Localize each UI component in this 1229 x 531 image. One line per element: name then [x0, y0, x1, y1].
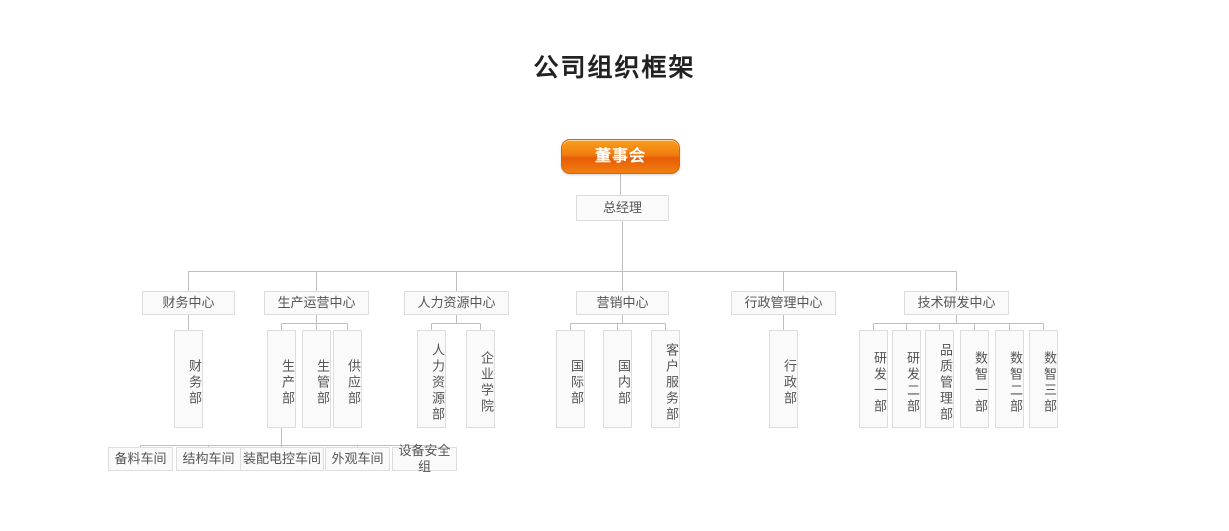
node-dept-digital-intelligence-2[interactable]: 数智二部 [995, 330, 1024, 428]
node-board-of-directors[interactable]: 董事会 [561, 139, 680, 174]
node-workshop-appearance[interactable]: 外观车间 [325, 447, 390, 471]
node-dept-supply[interactable]: 供应部 [333, 330, 362, 428]
node-dept-domestic[interactable]: 国内部 [603, 330, 632, 428]
node-center-marketing[interactable]: 营销中心 [576, 291, 669, 315]
node-workshop-structure[interactable]: 结构车间 [176, 447, 241, 471]
node-dept-digital-intelligence-1[interactable]: 数智一部 [960, 330, 989, 428]
node-general-manager[interactable]: 总经理 [576, 195, 669, 221]
node-dept-customer-service[interactable]: 客户服务部 [651, 330, 680, 428]
node-center-production-operations[interactable]: 生产运营中心 [264, 291, 369, 315]
node-center-technology-rnd[interactable]: 技术研发中心 [904, 291, 1009, 315]
page-title: 公司组织框架 [533, 54, 696, 82]
node-dept-production[interactable]: 生产部 [267, 330, 296, 428]
node-center-administration[interactable]: 行政管理中心 [731, 291, 836, 315]
node-dept-corporate-academy[interactable]: 企业学院 [466, 330, 495, 428]
node-workshop-equipment-safety-group[interactable]: 设备安全组 [392, 443, 457, 474]
node-center-finance[interactable]: 财务中心 [142, 291, 235, 315]
node-dept-production-management[interactable]: 生管部 [302, 330, 331, 428]
node-dept-rnd-1[interactable]: 研发一部 [859, 330, 888, 428]
node-dept-administration[interactable]: 行政部 [769, 330, 798, 428]
node-dept-finance[interactable]: 财务部 [174, 330, 203, 428]
node-workshop-material-prep[interactable]: 备料车间 [108, 447, 173, 471]
node-dept-human-resources[interactable]: 人力资源部 [417, 330, 446, 428]
node-workshop-assembly-electrical-control[interactable]: 装配电控车间 [240, 447, 324, 471]
node-dept-international[interactable]: 国际部 [556, 330, 585, 428]
node-center-human-resources[interactable]: 人力资源中心 [404, 291, 509, 315]
node-dept-rnd-2[interactable]: 研发二部 [892, 330, 921, 428]
node-dept-digital-intelligence-3[interactable]: 数智三部 [1029, 330, 1058, 428]
node-dept-quality-management[interactable]: 品质管理部 [925, 330, 954, 428]
